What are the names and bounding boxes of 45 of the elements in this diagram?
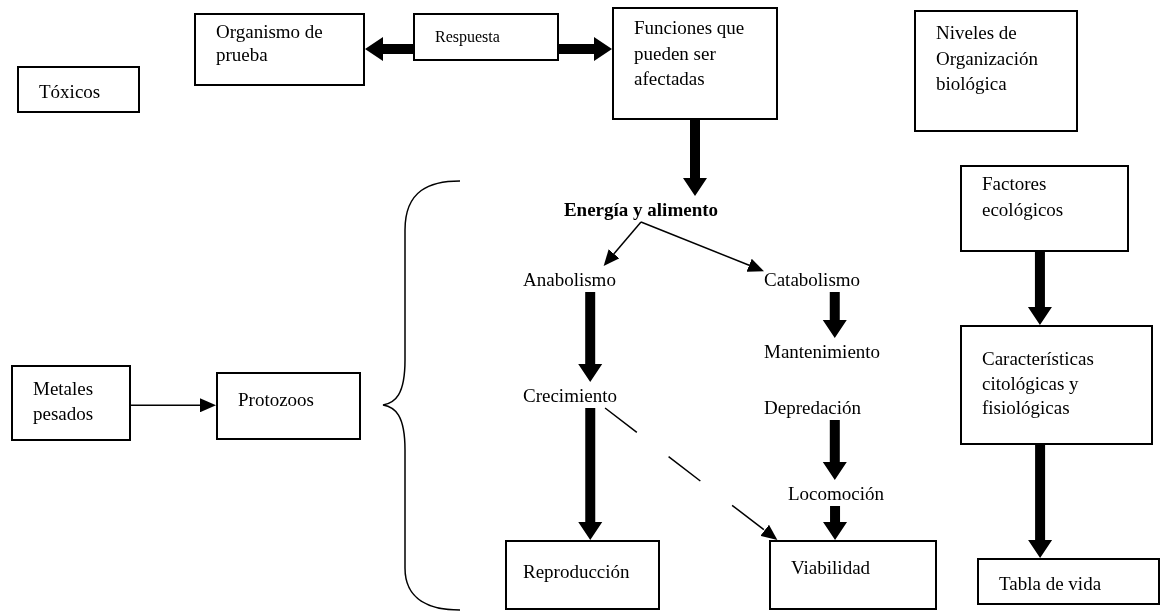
box-label: Niveles de Organización biológica <box>936 21 1039 97</box>
block-arrow <box>559 37 612 61</box>
box-label: Protozoos <box>238 388 315 412</box>
block-arrow <box>822 292 847 338</box>
arrow <box>640 221 764 272</box>
process-box <box>914 10 1078 132</box>
block-arrow <box>578 408 603 540</box>
box-label: Reproducción <box>523 560 631 584</box>
arrow <box>603 221 642 266</box>
box-label: Metales pesados <box>33 377 95 426</box>
node-label: Catabolismo <box>764 268 862 292</box>
block-arrow <box>1027 252 1052 325</box>
process-box <box>977 558 1160 605</box>
process-box <box>505 540 660 610</box>
process-box <box>960 325 1153 445</box>
block-arrow <box>578 292 603 382</box>
arrow <box>130 398 216 413</box>
node-label: Mantenimiento <box>764 340 882 364</box>
process-box <box>11 365 131 441</box>
node-label: Anabolismo <box>523 268 617 292</box>
box-label: Viabilidad <box>791 556 872 580</box>
node-label: Energía y alimento <box>562 198 720 222</box>
block-arrow <box>822 420 847 480</box>
box-label: Organismo de prueba <box>216 21 324 67</box>
box-label: Funciones que pueden ser afectadas <box>634 16 746 92</box>
block-arrow <box>1028 445 1053 558</box>
process-box <box>194 13 365 86</box>
box-label: Características citológicas y fisiológicas <box>982 347 1095 421</box>
node-label: Crecimiento <box>523 384 618 408</box>
process-box <box>413 13 559 61</box>
process-box <box>612 7 778 120</box>
box-label: Tabla de vida <box>999 572 1103 596</box>
process-box <box>960 165 1129 252</box>
block-arrow <box>365 37 413 61</box>
block-arrow <box>683 120 707 196</box>
box-label: Respuesta <box>435 27 501 48</box>
process-box <box>17 66 140 113</box>
node-label: Depredación <box>764 396 863 420</box>
process-box <box>216 372 361 440</box>
process-box <box>769 540 937 610</box>
box-label: Factores ecológicos <box>982 172 1065 222</box>
arrow <box>604 407 778 540</box>
node-label: Locomoción <box>788 482 886 506</box>
block-arrow <box>823 506 848 540</box>
box-label: Tóxicos <box>39 80 102 104</box>
